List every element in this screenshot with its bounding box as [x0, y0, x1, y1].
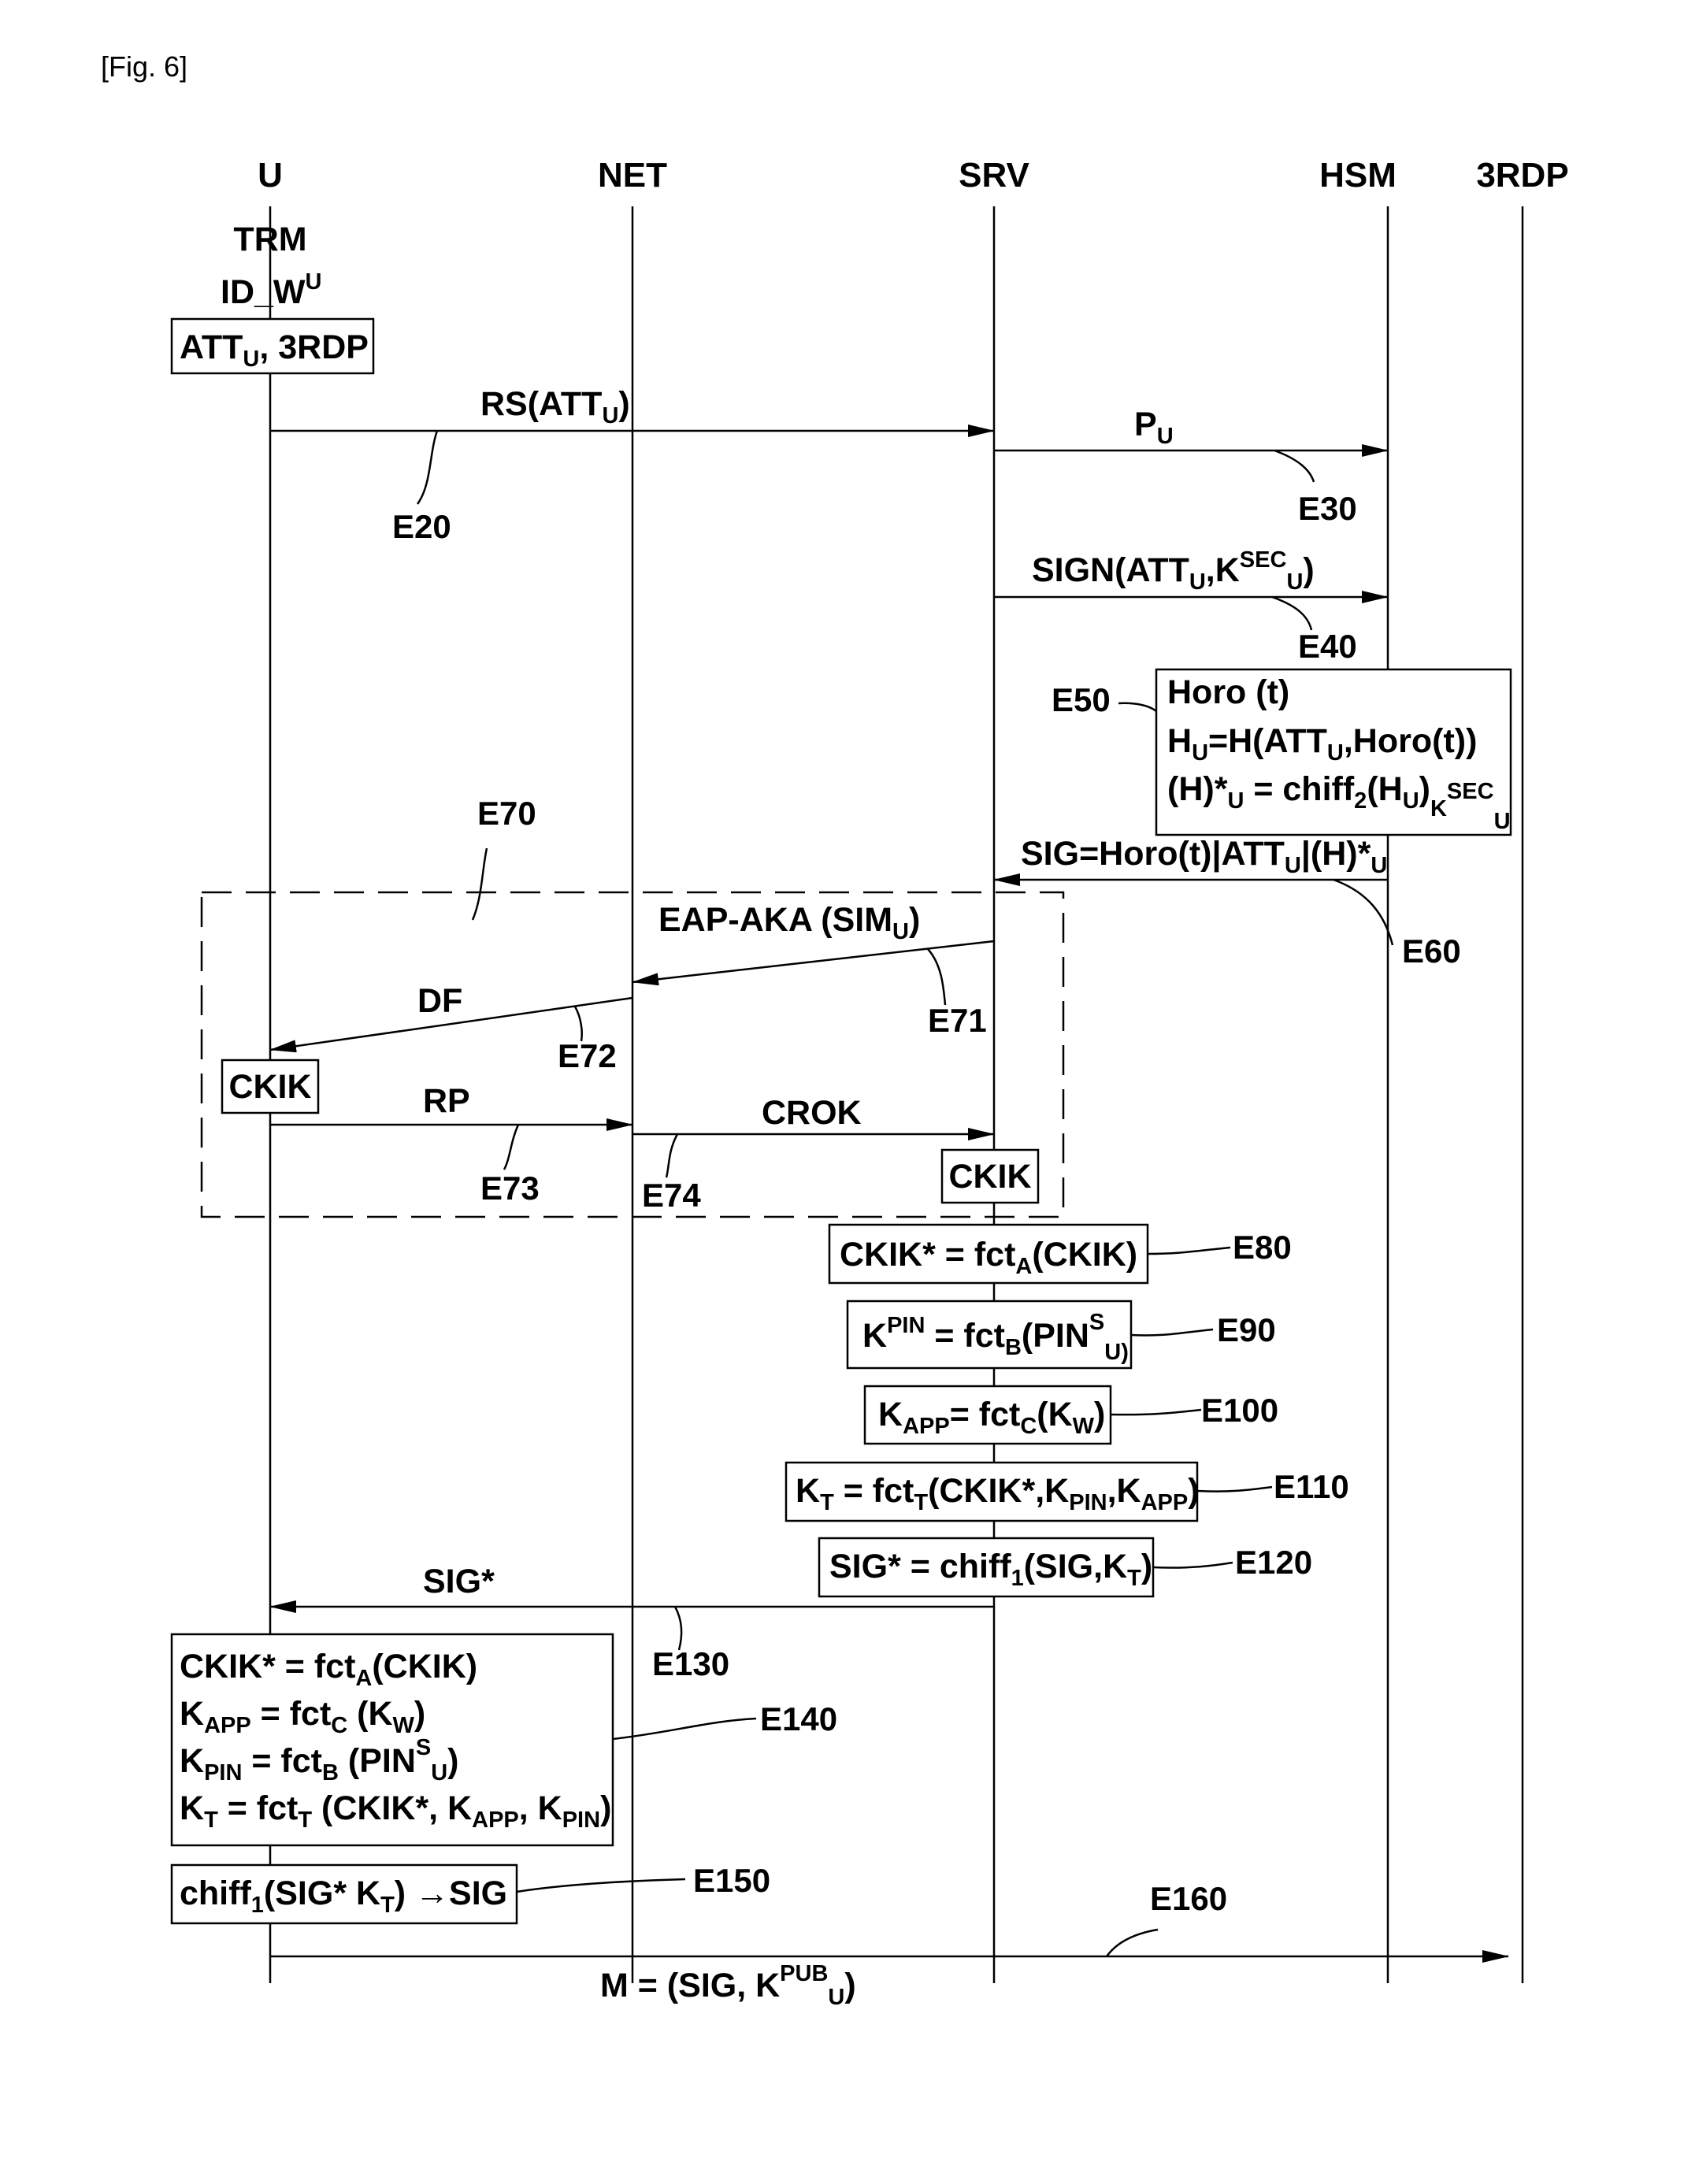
message-eap-label: EAP-AKA (SIMU) — [658, 901, 920, 944]
ref-e74: E74 — [642, 1177, 701, 1214]
user-unwrap-box — [170, 1863, 518, 1925]
user-box-line1: CKIK* = fctA(CKIK) — [180, 1648, 477, 1691]
ref-e30: E30 — [1298, 490, 1357, 527]
box-e120 — [818, 1537, 1155, 1598]
attribute-box — [170, 317, 375, 375]
leader-e30 — [1274, 449, 1315, 483]
leader-e90 — [1130, 1328, 1214, 1337]
message-rs-label: RS(ATTU) — [480, 385, 630, 428]
ckik-box-server — [940, 1148, 1040, 1204]
lifeline-label-3rdp: 3RDP — [1476, 156, 1568, 195]
ref-e20: E20 — [392, 508, 451, 545]
wallet-id-label: ID_WU — [221, 269, 321, 311]
ref-e50: E50 — [1052, 681, 1111, 718]
authentication-group — [200, 891, 1065, 1218]
leader-e70 — [471, 847, 488, 921]
user-box-line2: KAPP = fctC (KW) — [180, 1695, 425, 1738]
leader-e73 — [503, 1124, 520, 1170]
leader-e150 — [516, 1878, 686, 1893]
hsm-box-line1: Horo (t) — [1167, 673, 1289, 711]
ref-e150: E150 — [693, 1862, 770, 1899]
leader-e50 — [1118, 702, 1157, 713]
message-sigstar-label: SIG* — [423, 1563, 495, 1600]
leader-e130 — [673, 1606, 683, 1651]
message-crok-label: CROK — [762, 1094, 862, 1132]
ref-e40: E40 — [1298, 628, 1357, 665]
ref-e72: E72 — [558, 1037, 617, 1074]
message-sig-label: SIG=Horo(t)|ATTU|(H)*U — [1021, 835, 1387, 878]
ref-e130: E130 — [652, 1645, 729, 1682]
message-eap-arrow — [632, 940, 995, 986]
ref-e71: E71 — [928, 1002, 987, 1039]
ref-e160: E160 — [1150, 1880, 1227, 1917]
box-e80-text: CKIK* = fctA(CKIK) — [840, 1236, 1137, 1279]
message-df-label: DF — [417, 982, 462, 1020]
box-e100-text: KAPP= fctC(KW) — [878, 1396, 1105, 1439]
leader-e160 — [1105, 1928, 1159, 1957]
ckik-box-user-text: CKIK — [228, 1068, 311, 1106]
leader-e72 — [573, 1006, 583, 1042]
lifeline-label-srv: SRV — [959, 156, 1029, 195]
ref-e140: E140 — [760, 1700, 837, 1737]
box-e80 — [828, 1223, 1149, 1285]
leader-e74 — [665, 1133, 679, 1178]
user-key-derivation-box — [170, 1633, 614, 1847]
ref-e60: E60 — [1402, 933, 1461, 970]
lifeline-label-hsm: HSM — [1319, 156, 1397, 195]
user-box-line4: KT = fctT (CKIK*, KAPP, KPIN) — [180, 1789, 611, 1833]
lifeline-label-u: U — [258, 156, 283, 195]
user-box-line3: KPIN = fctB (PINSU) — [180, 1735, 459, 1785]
leader-e100 — [1110, 1408, 1202, 1416]
attribute-box-text: ATTU, 3RDP — [180, 328, 369, 372]
ref-e73: E73 — [480, 1170, 540, 1207]
box-e90-text: KPIN = fctB(PINSU) — [862, 1310, 1129, 1365]
ckik-box-user — [221, 1059, 320, 1114]
box-e110 — [785, 1461, 1199, 1522]
box-e100 — [863, 1385, 1112, 1445]
terminal-label: TRM — [233, 221, 306, 258]
leader-e120 — [1152, 1561, 1233, 1569]
hsm-box-line3: (H)*U = chiff2(HU)KSECU — [1167, 770, 1511, 834]
ref-e120: E120 — [1235, 1544, 1312, 1581]
leader-e60 — [1333, 878, 1394, 946]
ref-e80: E80 — [1233, 1229, 1292, 1266]
ref-e100: E100 — [1201, 1392, 1278, 1429]
message-df-arrow — [269, 996, 633, 1053]
figure-label: [Fig. 6] — [101, 50, 187, 83]
leader-e20 — [416, 430, 439, 505]
hsm-box-line2: HU=H(ATTU,Horo(t)) — [1167, 722, 1477, 766]
box-e120-text: SIG* = chiff1(SIG,KT) — [829, 1548, 1152, 1591]
ref-e70: E70 — [477, 795, 536, 832]
message-m-label: M = (SIG, KPUBU) — [600, 1961, 856, 2010]
leader-e80 — [1147, 1246, 1231, 1255]
leader-e110 — [1196, 1485, 1273, 1492]
message-pu-label: PU — [1134, 406, 1174, 449]
hsm-computation-box — [1155, 668, 1512, 836]
box-e110-text: KT = fctT(CKIK*,KPIN,KAPP) — [796, 1472, 1200, 1515]
message-sign-label: SIGN(ATTU,KSECU) — [1032, 547, 1315, 595]
leader-e71 — [927, 948, 947, 1006]
leader-e40 — [1271, 595, 1313, 631]
ckik-box-server-text: CKIK — [948, 1158, 1031, 1196]
lifeline-label-net: NET — [598, 156, 667, 195]
box-e90 — [846, 1300, 1133, 1370]
ref-e90: E90 — [1217, 1311, 1276, 1348]
ref-e110: E110 — [1274, 1468, 1349, 1505]
message-rp-label: RP — [423, 1082, 470, 1120]
leader-e140 — [612, 1717, 757, 1741]
user-unwrap-text: chiff1(SIG* KT) →SIG — [180, 1874, 507, 1918]
